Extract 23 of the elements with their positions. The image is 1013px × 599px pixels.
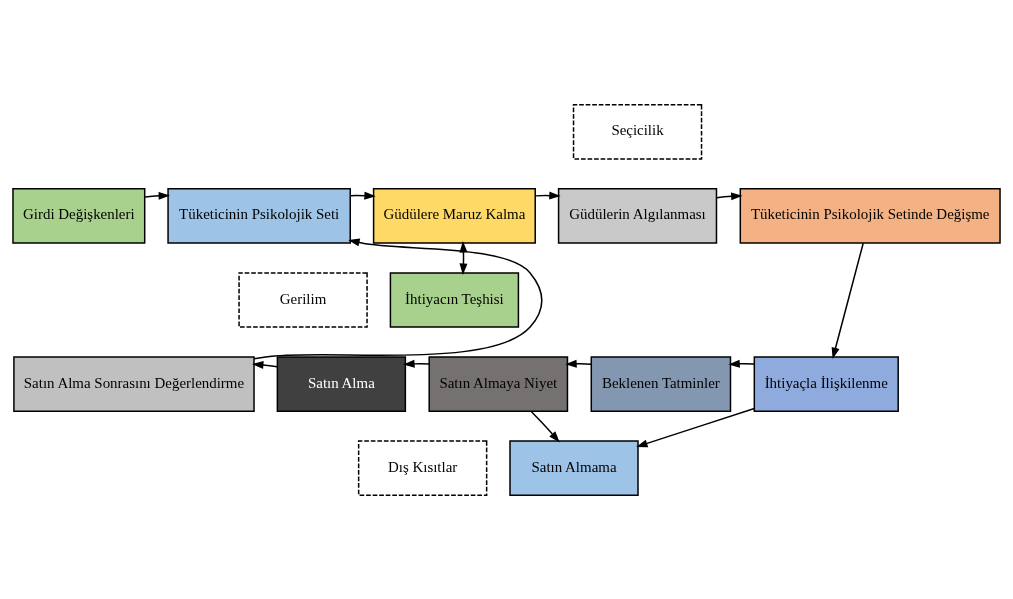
node-box: Tüketicinin Psikolojik Seti (167, 187, 351, 244)
node-box: Seçicilik (572, 103, 703, 160)
arrow (565, 359, 592, 368)
node-box: Tüketicinin Psikolojik Setinde Değişme (739, 187, 1001, 244)
arrow (403, 359, 430, 368)
node-box: İhtiyacın Teşhisi (389, 271, 520, 328)
node-box: Girdi Değişkenleri (12, 187, 146, 244)
node-box: Gerilim (238, 271, 368, 328)
arrow (530, 410, 560, 442)
arrow (252, 360, 278, 369)
node-box: Satın Alma (276, 355, 407, 412)
node-box: Güdülerin Algılanması (557, 187, 718, 244)
node-box: Beklenen Tatminler (590, 355, 732, 412)
arrow (636, 407, 756, 447)
arrow (728, 359, 755, 368)
node-box: Güdülere Maruz Kalma (372, 187, 536, 244)
node-box: Dış Kısıtlar (357, 439, 488, 496)
node-box: Satın Almaya Niyet (428, 355, 569, 412)
node-box: İhtiyaçla İlişkilenme (753, 355, 899, 412)
arrow (831, 241, 864, 359)
arrow (144, 191, 171, 200)
node-box: Satın Almama (509, 439, 639, 496)
node-box: Satın Alma Sonrasını Değerlendirme (13, 355, 255, 412)
